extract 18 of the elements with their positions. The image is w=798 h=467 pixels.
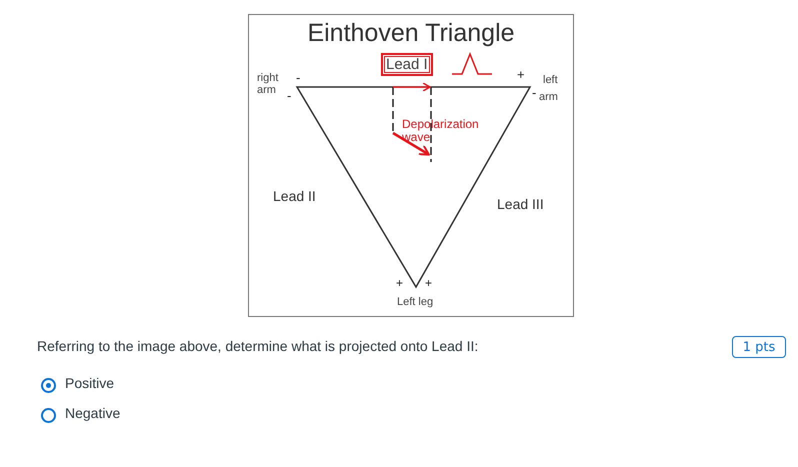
electrode-label: arm bbox=[539, 91, 558, 104]
polarity-sign: + bbox=[425, 277, 432, 290]
electrode-label: right arm bbox=[257, 72, 280, 96]
diagram-title: Einthoven Triangle bbox=[306, 18, 516, 48]
polarity-sign: + bbox=[517, 68, 525, 82]
electrode-label: left bbox=[543, 74, 558, 86]
lead-label: Lead II bbox=[273, 189, 316, 204]
question-text: Referring to the image above, determine what is projected onto Lead II: bbox=[37, 339, 478, 354]
lead-box: Lead I bbox=[381, 53, 433, 76]
polarity-sign: - bbox=[287, 89, 292, 104]
polarity-sign: - bbox=[296, 71, 300, 86]
option-label: Positive bbox=[65, 376, 114, 392]
polarity-sign: + bbox=[396, 277, 404, 290]
polarity-sign: - bbox=[532, 86, 536, 100]
option-label: Negative bbox=[65, 406, 120, 422]
points-badge: 1 pts bbox=[732, 336, 786, 358]
electrode-label: Left leg bbox=[397, 296, 434, 308]
lead-label: Lead III bbox=[497, 197, 544, 212]
